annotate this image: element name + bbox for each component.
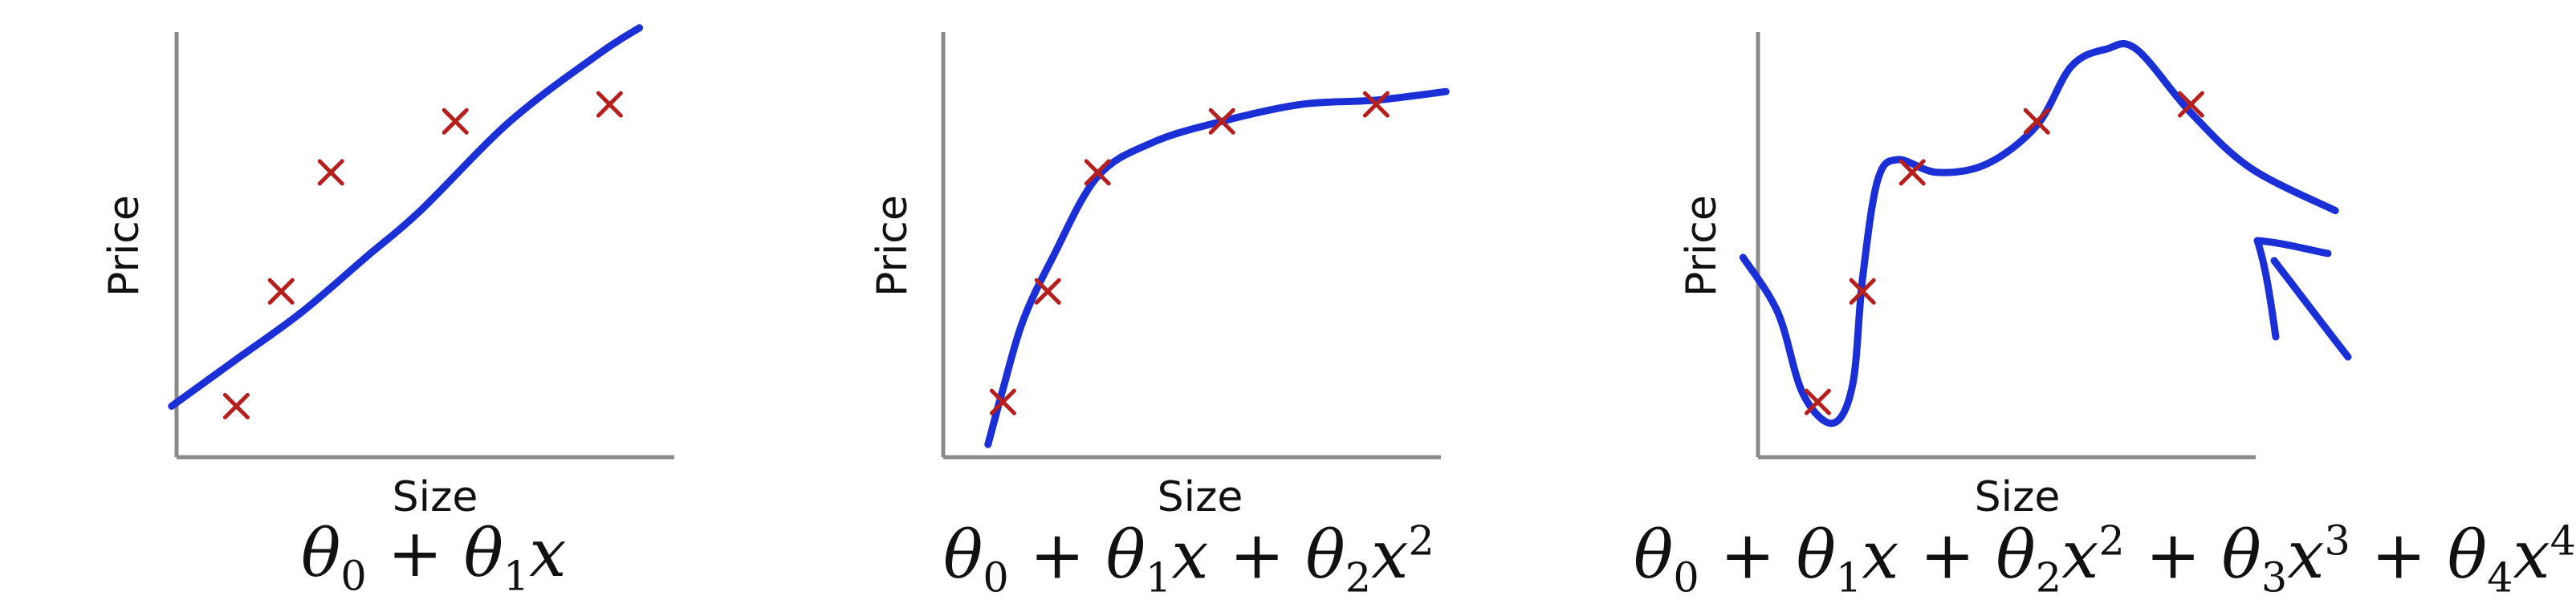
formula-subscript: 2 [1345, 553, 1372, 602]
formula-term: x3 [2287, 517, 2350, 594]
data-point-marker [1208, 107, 1235, 135]
chart-plot-quartic [1739, 32, 2352, 460]
fit-curve-line [1739, 40, 2339, 428]
formula-term: x2 [2061, 517, 2125, 594]
formula-exponent: 2 [2098, 517, 2125, 565]
x-axis-label: Size [1157, 473, 1243, 521]
formula-term: + [1208, 517, 1306, 594]
data-point-marker [2177, 91, 2204, 118]
chart-panel-quartic: Price Size θ0 + θ1x + θ2x2 + θ3x3 + θ4x4 [1634, 0, 2576, 608]
data-point-marker [267, 278, 295, 305]
formula-term: + [2350, 517, 2448, 594]
y-axis-label: Price [100, 195, 149, 297]
formula-term: + [366, 516, 464, 592]
formula-term: x [529, 516, 567, 592]
formula-term: θ0 [1634, 517, 1699, 602]
formula-term: + [1898, 517, 1996, 594]
formula-term: + [1008, 517, 1106, 594]
formula-term: x4 [2513, 517, 2576, 594]
arrow-annotation-icon [2253, 237, 2352, 361]
hypothesis-formula-linear: θ0 + θ1x [301, 521, 567, 597]
x-axis-label: Size [392, 473, 478, 521]
chart-plot-quadratic [941, 32, 1450, 460]
formula-exponent: 4 [2550, 517, 2576, 565]
chart-panel-linear: Price Size θ0 + θ1x [100, 0, 923, 608]
formula-subscript: 3 [2261, 553, 2288, 602]
data-point-marker [1362, 91, 1390, 118]
x-axis-label: Size [1974, 473, 2061, 521]
formula-term: θ1 [463, 516, 530, 600]
data-point-marker [1034, 278, 1061, 305]
data-point-marker [989, 388, 1016, 415]
formula-subscript: 1 [503, 552, 530, 600]
data-point-marker [1849, 278, 1876, 305]
formula-subscript: 0 [340, 552, 367, 600]
formula-term: θ0 [301, 516, 367, 600]
formula-subscript: 4 [2487, 553, 2513, 602]
formula-term: θ1 [1796, 517, 1862, 602]
formula-term: θ3 [2221, 517, 2288, 602]
y-axis-label: Price [1678, 195, 1726, 297]
data-point-marker [1084, 159, 1111, 186]
formula-term: + [2124, 517, 2222, 594]
formula-exponent: 2 [1408, 517, 1435, 565]
data-point-marker [1804, 388, 1831, 415]
formula-term: + [1699, 517, 1797, 594]
formula-subscript: 1 [1835, 553, 1862, 602]
data-point-marker [442, 107, 469, 135]
formula-term: θ0 [943, 517, 1009, 602]
data-point-marker [2023, 107, 2050, 135]
formula-term: θ1 [1105, 517, 1172, 602]
fit-curve-line [168, 24, 644, 410]
formula-subscript: 1 [1145, 553, 1172, 602]
chart-panel-quadratic: Price Size θ0 + θ1x + θ2x2 [869, 0, 1686, 608]
data-point-marker [222, 392, 250, 420]
formula-term: θ2 [1996, 517, 2062, 602]
fit-curve-line [984, 87, 1450, 448]
data-point-marker [1898, 159, 1926, 186]
formula-term: x [1862, 517, 1899, 594]
hypothesis-formula-quadratic: θ0 + θ1x + θ2x2 [943, 521, 1435, 599]
formula-term: θ2 [1305, 517, 1372, 602]
chart-plot-linear [168, 24, 674, 460]
formula-term: x2 [1371, 517, 1435, 594]
formula-term: x [1171, 517, 1209, 594]
y-axis-label: Price [869, 195, 917, 297]
data-point-marker [596, 91, 623, 118]
hypothesis-formula-quartic: θ0 + θ1x + θ2x2 + θ3x3 + θ4x4 [1634, 521, 2576, 599]
formula-term: θ4 [2447, 517, 2513, 602]
formula-subscript: 0 [983, 553, 1009, 602]
data-point-marker [317, 159, 344, 186]
formula-subscript: 0 [1673, 553, 1699, 602]
formula-exponent: 3 [2324, 517, 2350, 565]
formula-subscript: 2 [2035, 553, 2062, 602]
